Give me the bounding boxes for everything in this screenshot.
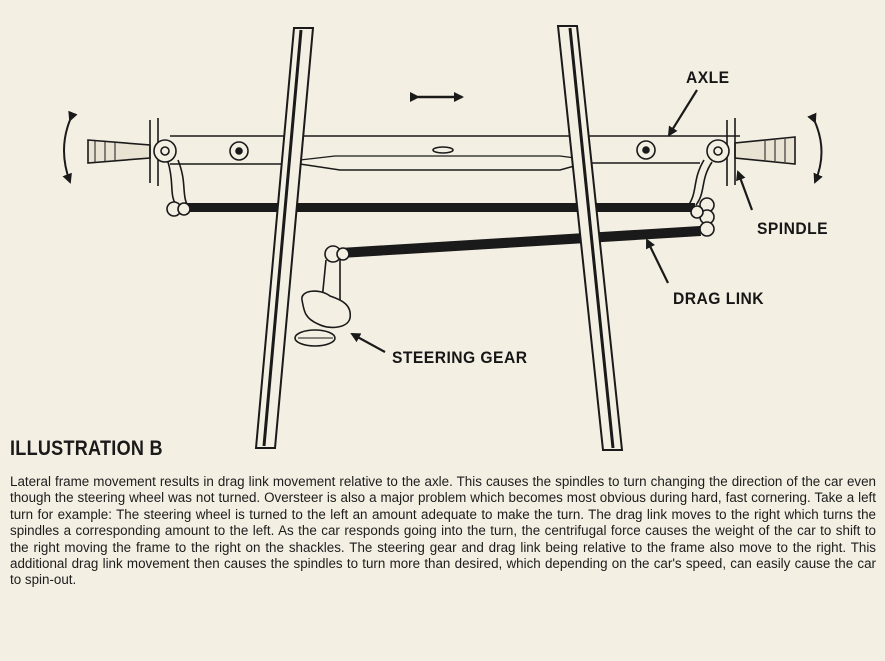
steering-gear [294,245,352,347]
frame-rail-right [556,25,624,451]
steering-gear-label: STEERING GEAR [392,348,528,367]
illustration-title: ILLUSTRATION B [10,437,163,460]
tie-rod [182,203,695,212]
caption-paragraph: Lateral frame movement results in drag l… [10,474,876,588]
left-wheel-turn-arrow [62,110,78,184]
axle-leader-arrow [667,89,698,137]
drag-link-label: DRAG LINK [673,289,765,308]
right-wheel-turn-arrow [807,112,823,184]
spindle-label: SPINDLE [757,219,829,238]
spindle-leader-arrow [736,170,754,211]
drag-link-leader-arrow [646,238,669,284]
steering-gear-leader-arrow [350,333,386,353]
frame-rail-left [254,27,315,449]
axle-label: AXLE [686,68,730,87]
steering-diagram [62,25,823,451]
right-spindle [687,118,796,237]
drag-link [340,226,701,258]
axle-beam [170,135,740,171]
left-spindle [87,118,191,217]
